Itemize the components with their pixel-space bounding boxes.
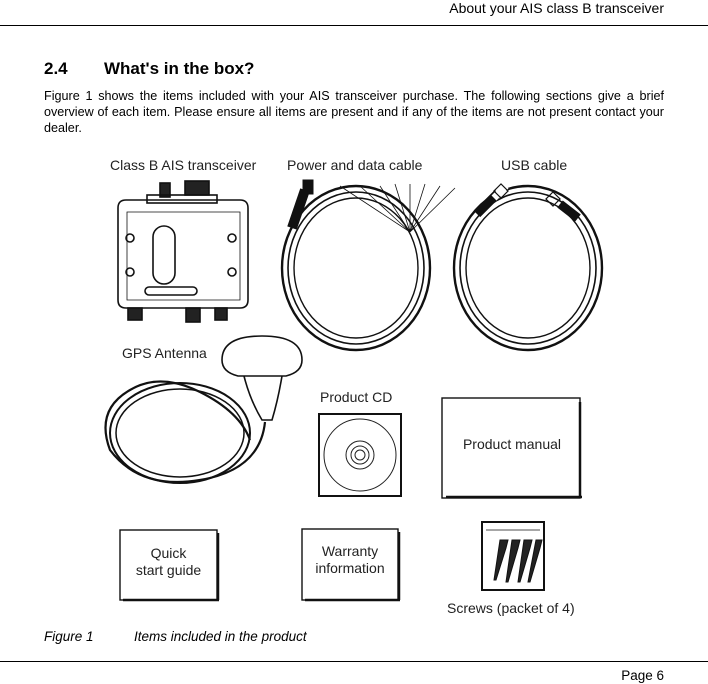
label-gps-antenna: GPS Antenna: [122, 345, 207, 361]
figure-caption-number: Figure 1: [44, 629, 94, 644]
warranty-line2: information: [315, 560, 385, 576]
screws-packet-illustration: [481, 521, 545, 591]
label-product-manual: Product manual: [462, 436, 562, 452]
label-power-cable: Power and data cable: [287, 157, 423, 173]
page-number: Page 6: [621, 668, 664, 683]
power-cable-illustration: [280, 179, 456, 352]
label-product-cd: Product CD: [320, 389, 393, 405]
label-warranty: Warranty information: [302, 543, 398, 577]
section-number: 2.4: [44, 59, 68, 78]
warranty-illustration: [301, 528, 401, 602]
transceiver-illustration: [117, 180, 249, 323]
header-rule: [0, 25, 708, 26]
footer-rule: [0, 661, 708, 662]
product-manual-illustration: [441, 397, 582, 499]
gps-antenna-illustration: [104, 335, 303, 484]
product-cd-illustration: [318, 413, 402, 497]
label-usb-cable: USB cable: [501, 157, 568, 173]
quick-start-line2: start guide: [135, 562, 202, 578]
quick-start-line1: Quick: [150, 545, 187, 561]
label-transceiver: Class B AIS transceiver: [110, 157, 257, 173]
running-header: About your AIS class B transceiver: [449, 0, 664, 16]
usb-cable-illustration: [452, 183, 604, 352]
label-screws: Screws (packet of 4): [447, 600, 575, 616]
figure-caption-text: Items included in the product: [134, 629, 307, 644]
label-quick-start: Quick start guide: [120, 545, 217, 579]
quick-start-guide-illustration: [119, 529, 220, 602]
intro-paragraph: Figure 1 shows the items included with y…: [44, 89, 664, 135]
section-title: What's in the box?: [104, 59, 255, 78]
warranty-line1: Warranty: [321, 543, 379, 559]
